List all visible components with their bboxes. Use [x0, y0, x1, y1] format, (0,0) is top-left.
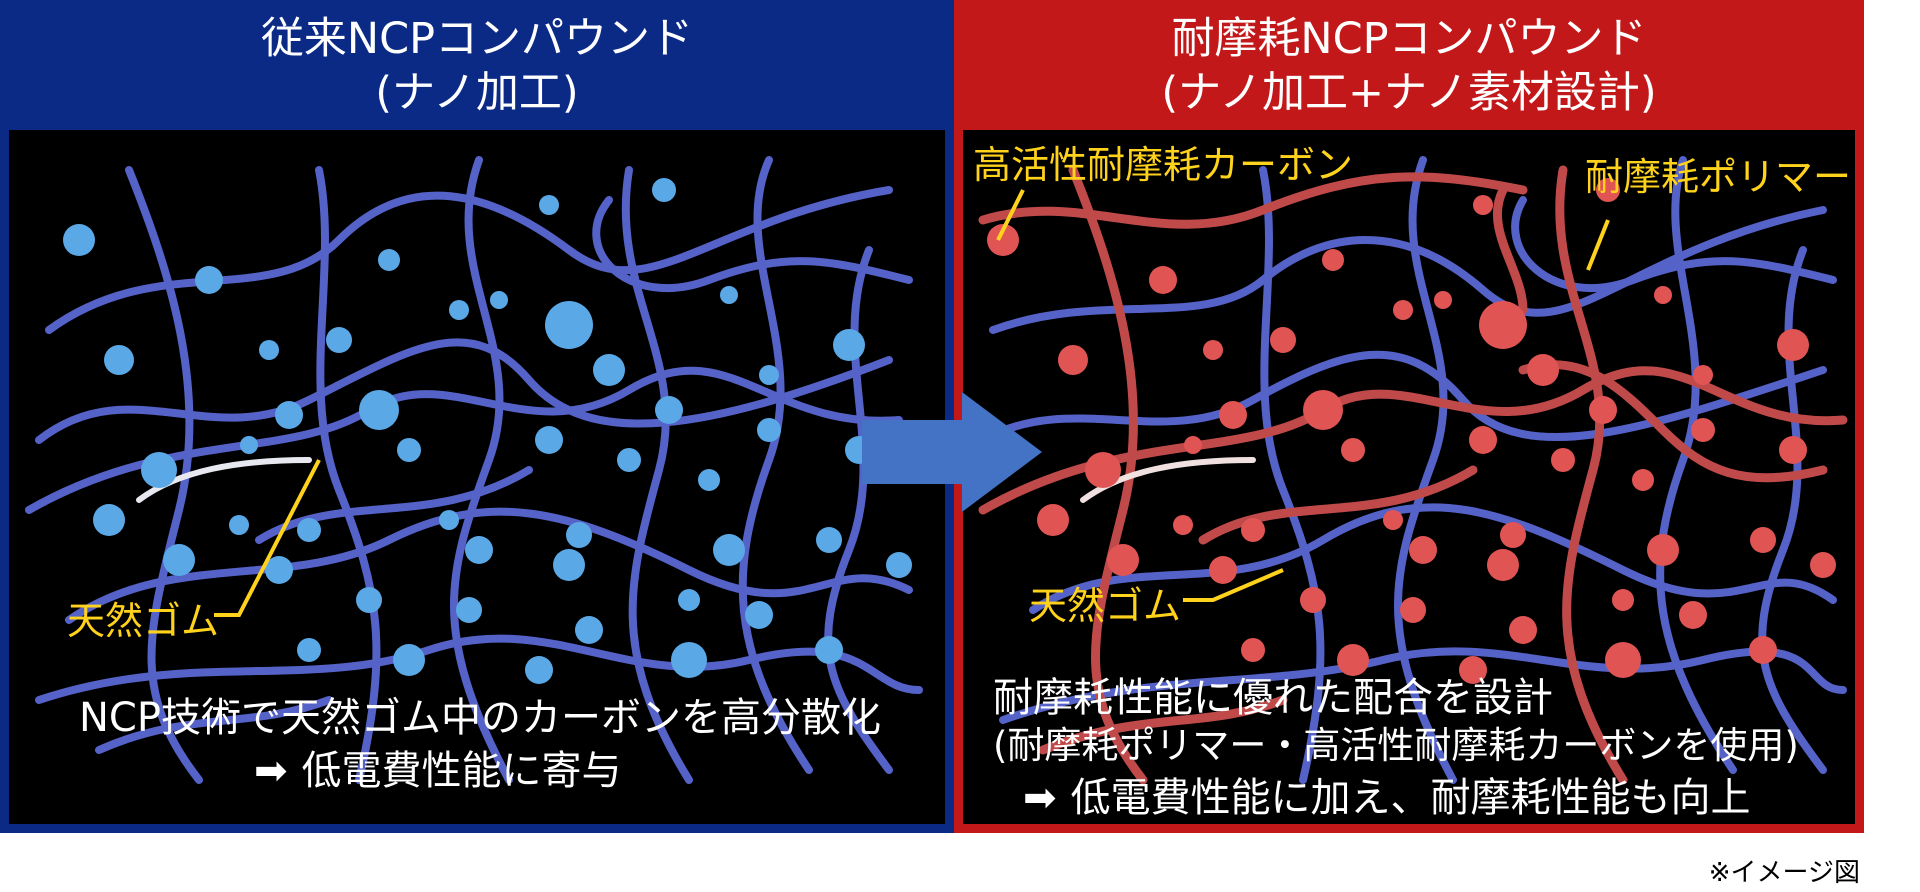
conventional-network-illustration: 天然ゴム NCP技術で天然ゴム中のカーボンを高分散化 ➡ 低電費性能に寄与 [9, 130, 945, 824]
rubber-callout-line [214, 459, 321, 617]
wear-resistant-network-illustration: 高活性耐摩耗カーボン 耐摩耗ポリマー 天然ゴム 耐摩耗性能に優れた配合を設計 (… [963, 130, 1855, 824]
conventional-caption-line-2: ➡ 低電費性能に寄与 [254, 738, 622, 796]
title-line-1: 従来NCPコンパウンド [260, 14, 694, 64]
title-line-1: 耐摩耗NCPコンパウンド [1171, 14, 1647, 64]
wear-resistant-caption-line-2: (耐摩耗ポリマー・高活性耐摩耗カーボンを使用) [993, 724, 1799, 767]
polymer-callout-line [1586, 219, 1610, 271]
high-activity-carbon-particles [987, 178, 1836, 684]
wear-resistant-caption-line-3: ➡ 低電費性能に加え、耐摩耗性能も向上 [1023, 765, 1751, 823]
right-arrow-icon: ➡ [254, 748, 288, 794]
image-note: ※イメージ図 [1708, 858, 1860, 888]
conventional-caption-line-1: NCP技術で天然ゴム中のカーボンを高分散化 [79, 695, 881, 741]
right-arrow-icon [862, 392, 1042, 512]
highlighted-chain [1080, 457, 1256, 503]
wear-resistant-polymer-chains [978, 165, 1848, 785]
natural-rubber-label: 天然ゴム [1029, 584, 1182, 628]
conventional-compound-title: 従来NCPコンパウンド (ナノ加工) [5, 5, 949, 127]
right-arrow-icon: ➡ [1023, 775, 1057, 821]
high-activity-carbon-label: 高活性耐摩耗カーボン [973, 143, 1354, 187]
title-line-2: (ナノ加工) [375, 68, 579, 118]
carbon-callout-line [996, 189, 1025, 241]
wear-resistant-compound-panel: 耐摩耗NCPコンパウンド (ナノ加工+ナノ素材設計) [954, 0, 1864, 833]
conventional-compound-panel: 従来NCPコンパウンド (ナノ加工) [0, 0, 954, 833]
wear-resistant-caption-line-1: 耐摩耗性能に優れた配合を設計 [993, 675, 1553, 721]
caption-text: 低電費性能に寄与 [301, 748, 622, 794]
title-line-2: (ナノ加工+ナノ素材設計) [1161, 68, 1657, 118]
wear-resistant-polymer-label: 耐摩耗ポリマー [1585, 155, 1852, 199]
wear-resistant-compound-title: 耐摩耗NCPコンパウンド (ナノ加工+ナノ素材設計) [959, 5, 1859, 127]
polymer-network-graphic [25, 156, 923, 784]
highlighted-chain [136, 457, 312, 503]
carbon-particles [63, 178, 912, 684]
polymer-network-graphic [978, 156, 1848, 785]
rubber-callout-line [1183, 568, 1284, 602]
caption-text: 低電費性能に加え、耐摩耗性能も向上 [1070, 775, 1751, 821]
natural-rubber-label: 天然ゴム [67, 599, 220, 643]
